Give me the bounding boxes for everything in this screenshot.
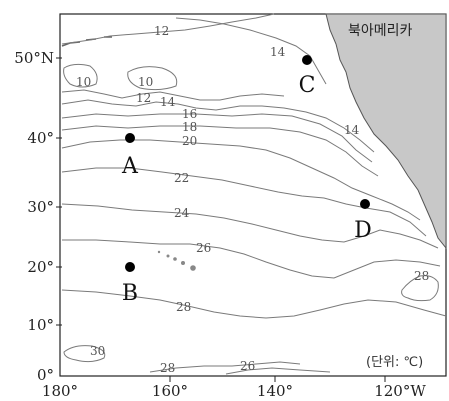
lon-label: 120°W	[374, 382, 426, 400]
latitude-ticks	[56, 57, 62, 326]
region-label-north-america: 북아메리카	[348, 23, 413, 39]
isotherm-label: 24	[174, 206, 190, 220]
isotherm-12-mid	[61, 89, 285, 101]
longitude-ticks	[169, 376, 386, 382]
location-points: A B C D	[121, 55, 372, 306]
isotherm-label: 12	[136, 91, 151, 105]
isotherm-labels: 12 14 10 10 12 14 16 18 20 14 22 24 26 2…	[76, 24, 429, 375]
isotherm-14-north	[175, 17, 327, 85]
unit-label: (단위: ℃)	[366, 355, 423, 370]
isotherm-label: 28	[160, 361, 175, 375]
isotherm-10-loop-b	[127, 66, 178, 91]
isotherm-lines	[61, 13, 447, 375]
isotherm-28-east	[401, 275, 439, 302]
isotherm-label: 16	[182, 107, 197, 121]
latitude-labels: 50°N 40° 30° 20° 10° 0°	[14, 49, 54, 384]
isotherm-label: 30	[90, 344, 105, 358]
north-america-land	[325, 13, 447, 250]
lon-label: 140°	[257, 382, 293, 400]
point-c-label: C	[299, 73, 316, 98]
isotherm-20	[61, 139, 421, 221]
isotherm-label: 28	[176, 300, 191, 314]
lon-label: 180°	[42, 382, 78, 400]
isotherm-label: 10	[138, 75, 153, 89]
isotherm-28-lower	[149, 361, 301, 373]
longitude-labels: 180° 160° 140° 120°W	[42, 382, 426, 400]
isotherm-label: 14	[160, 95, 176, 109]
lat-label: 30°	[27, 198, 54, 216]
lat-label: 0°	[37, 366, 54, 384]
isotherm-label: 14	[270, 45, 286, 59]
isotherm-label: 20	[182, 134, 197, 148]
isotherm-12-north	[61, 13, 275, 45]
isotherm-14-mid	[61, 99, 375, 153]
isotherm-22	[61, 167, 427, 237]
isotherm-label: 12	[154, 24, 169, 38]
isotherm-label: 14	[344, 123, 360, 137]
point-b-marker	[125, 262, 135, 272]
lon-label: 160°	[152, 382, 188, 400]
lat-label: 40°	[27, 129, 54, 147]
point-d-marker	[360, 199, 370, 209]
isotherm-label: 26	[196, 241, 211, 255]
isotherm-30	[63, 345, 106, 363]
lat-label: 50°N	[14, 49, 54, 67]
isotherm-18	[61, 125, 379, 177]
lat-label: 20°	[27, 258, 54, 276]
isotherm-label: 26	[240, 359, 255, 373]
point-a-label: A	[121, 154, 139, 179]
isotherm-16	[61, 113, 373, 163]
isotherm-28-south	[61, 289, 447, 319]
point-a-marker	[125, 133, 135, 143]
point-d-label: D	[354, 218, 372, 243]
isotherm-10-loop-a	[63, 63, 98, 88]
point-b-label: B	[122, 281, 138, 306]
isotherm-26-lower	[225, 367, 331, 375]
isotherm-label: 10	[76, 75, 91, 89]
lat-label: 10°	[27, 316, 54, 334]
isotherm-26	[62, 239, 441, 279]
hawaiian-islands	[157, 250, 196, 271]
isotherm-label: 18	[182, 120, 197, 134]
isotherm-label: 28	[414, 269, 429, 283]
isotherm-24	[61, 203, 439, 249]
isotherm-label: 22	[174, 171, 189, 185]
point-c-marker	[302, 55, 312, 65]
